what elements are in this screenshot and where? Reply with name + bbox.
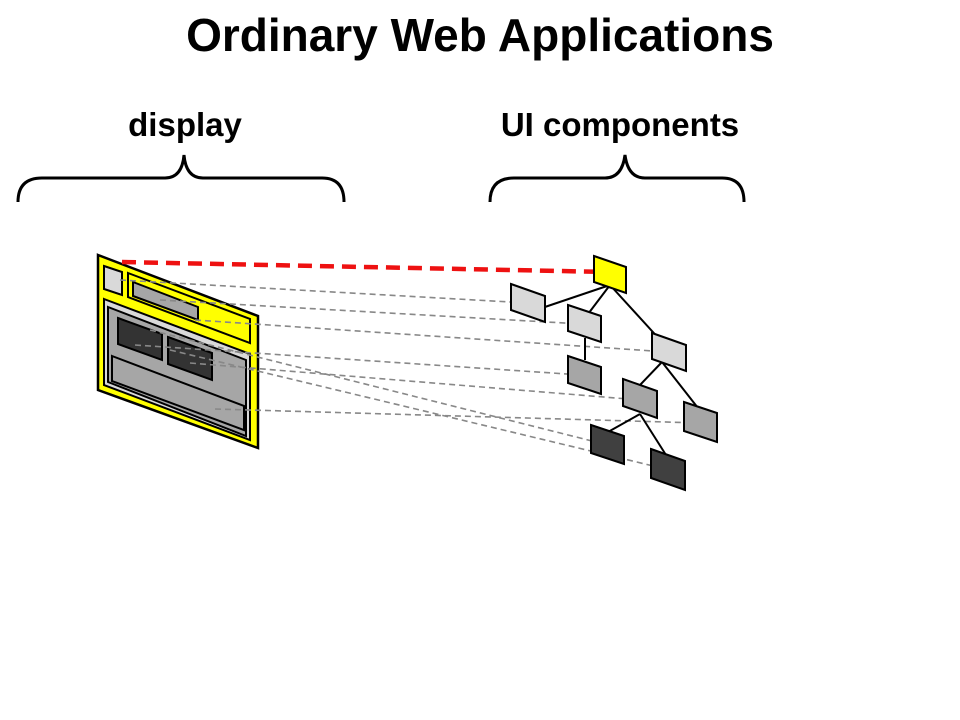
tree-edges (535, 284, 699, 456)
component-node (650, 447, 686, 492)
component-node (510, 282, 546, 324)
display-label: display (128, 106, 242, 143)
tree-nodes (510, 254, 718, 492)
slide-title: Ordinary Web Applications (186, 9, 774, 61)
component-node (567, 303, 602, 344)
root-link (121, 259, 609, 275)
component-node (622, 377, 658, 420)
component-node (651, 331, 687, 373)
ui-components-label: UI components (500, 106, 740, 143)
root-component (593, 254, 627, 295)
display-brace (16, 154, 346, 203)
display-window (96, 253, 260, 450)
component-node (567, 354, 602, 396)
component-links (119, 279, 701, 471)
component-node (590, 423, 625, 466)
ui-components-brace (488, 154, 746, 203)
component-node (683, 400, 718, 444)
